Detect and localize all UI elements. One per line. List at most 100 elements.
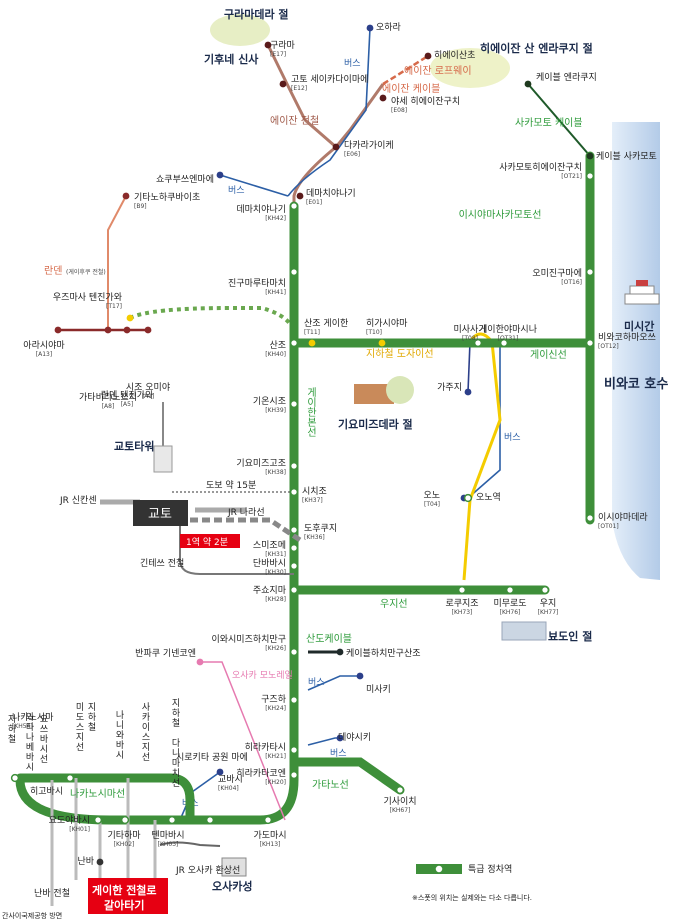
station-misasagi-marker[interactable] (473, 338, 483, 348)
station-sanjo_keihan-marker[interactable] (308, 339, 316, 347)
kintetsu-line (179, 520, 294, 575)
line-label-eizan-railway: 에이잔 전철 (270, 115, 319, 127)
kyoto-tower-icon (153, 402, 173, 473)
station-cable_sakamoto-name: 케이블 사카모토 (596, 151, 657, 162)
station-sanjo-name: 산조 (269, 340, 286, 351)
station-kuzuha-code: [KH24] (265, 705, 286, 712)
station-mimurodo-marker[interactable] (505, 585, 515, 595)
station-sakamoto_hieizanguchi-marker[interactable] (585, 171, 595, 181)
vlabel-sakaisuji: 사 (142, 702, 151, 713)
station-kiyomizu_gojo-marker[interactable] (289, 461, 299, 471)
station-sanjo-marker[interactable] (289, 338, 299, 348)
station-ono_eki-marker[interactable] (463, 493, 473, 503)
station-hirakatashi-code: [KH21] (265, 753, 286, 760)
station-cable_hachimangu-name: 케이블하치만구산조 (346, 647, 421, 659)
station-kisaichi-name: 기사이치 (383, 795, 416, 807)
station-hirakatashi-marker[interactable] (289, 745, 299, 755)
station-hieizan_sancho-marker[interactable] (424, 52, 432, 60)
station-ohara-marker[interactable] (366, 24, 374, 32)
station-arashiyama-marker[interactable] (54, 326, 62, 334)
station-uji-marker[interactable] (540, 585, 550, 595)
station-higashiyama-marker[interactable] (378, 339, 386, 347)
vlabel-nakanoshima-extra: 지 (8, 714, 16, 725)
station-takaragaike-name: 다카라가이케 (344, 140, 394, 151)
kyoto-station-box[interactable] (133, 500, 188, 526)
station-kitahama-marker[interactable] (120, 815, 130, 825)
station-randen_tenjin-marker[interactable] (123, 326, 131, 334)
station-tambabashi-marker[interactable] (289, 561, 299, 571)
station-demachiyanagi-marker[interactable] (289, 201, 299, 211)
station-kobe_kanda-name: 고토 세이카다이마에 (291, 74, 368, 85)
station-kurama-marker[interactable] (264, 41, 272, 49)
legend-label: 특급 정차역 (468, 863, 512, 875)
station-ishiyamadera-marker[interactable] (585, 513, 595, 523)
bus-label-ono: 버스 (504, 432, 521, 443)
station-kitano_hakubaicho-marker[interactable] (122, 192, 130, 200)
vlabel-yotsubashi: 쓰 (40, 724, 48, 735)
station-misaki-marker[interactable] (356, 672, 364, 680)
station-daiyashiki-marker[interactable] (336, 734, 344, 742)
vlabel-yotsubashi: 바 (40, 734, 49, 745)
station-cable_hiei-marker[interactable] (524, 80, 532, 88)
station-cable_hachimangu-marker[interactable] (336, 648, 344, 656)
station-katabira-marker[interactable] (104, 326, 112, 334)
station-banpaku-marker[interactable] (196, 658, 204, 666)
line-label-otokoyama: 산도케이블 (306, 633, 352, 645)
station-kuzuha-marker[interactable] (289, 695, 299, 705)
station-tofukuji-marker[interactable] (289, 525, 299, 535)
station-shirokita-marker[interactable] (216, 768, 224, 776)
station-chushojima-marker[interactable] (289, 585, 299, 595)
station-kadomashi-marker[interactable] (263, 815, 273, 825)
station-shichijo-marker[interactable] (289, 487, 299, 497)
station-hieizan_sancho-name: 히에이산초 (434, 50, 475, 61)
station-jingu_marutamachi-marker[interactable] (289, 267, 299, 277)
station-hirakata_koen-marker[interactable] (289, 770, 299, 780)
station-rokujizo-marker[interactable] (457, 585, 467, 595)
station-arashiyama-name: 아라시야마 (23, 340, 65, 351)
station-namba-marker[interactable] (96, 858, 104, 866)
station-uzumasa-marker[interactable] (126, 314, 134, 322)
station-banpaku-name: 반파쿠 기넨코엔 (135, 648, 196, 659)
station-yodoyabashi-marker[interactable] (93, 815, 103, 825)
landmark-enryakuji: 히에이잔 산 엔라쿠지 절 (480, 41, 593, 55)
station-kazuji-marker[interactable] (464, 388, 472, 396)
byodoin-icon (501, 621, 547, 641)
station-shijo_omiya-marker[interactable] (144, 326, 152, 334)
station-sumizome-marker[interactable] (289, 543, 299, 553)
bus-label-misaki: 버스 (308, 677, 325, 688)
station-misasagi-name: 미사사기 (453, 324, 486, 335)
vlabel-tanimachi: 하 (172, 708, 181, 719)
station-temmabashi-marker[interactable] (167, 815, 177, 825)
station-higobashi-marker[interactable] (65, 773, 75, 783)
station-sakamoto_hieizanguchi-name: 사카모토히에이잔구치 (499, 161, 582, 173)
vlabel-naniwabashi: 와 (116, 729, 124, 741)
station-biwako_hamaotsu-marker[interactable] (585, 338, 595, 348)
transfer-keihan-text: 게이한 전철로 (92, 883, 157, 897)
station-demachiyanagi_e-marker[interactable] (296, 192, 304, 200)
station-ishiyamadera-name: 이시야마데라 (598, 512, 648, 523)
vlabel-sakaisuji: 선 (142, 752, 150, 763)
station-gion_shijo-marker[interactable] (289, 399, 299, 409)
station-yase-marker[interactable] (379, 94, 387, 102)
vlabel-subway2: 지 (88, 702, 96, 713)
line-label-eizan-ropeway: 에이잔 로프웨이 (404, 65, 472, 77)
vlabel-watanabebashi: 나 (26, 732, 34, 743)
line-label-katano: 가타노선 (312, 779, 349, 791)
station-iwashimizu-marker[interactable] (289, 647, 299, 657)
station-cable_sakamoto-marker[interactable] (586, 152, 594, 160)
station-takaragaike-marker[interactable] (332, 143, 340, 151)
vlabel-tanimachi: 다 (172, 738, 181, 749)
station-omi_jingumae-marker[interactable] (585, 267, 595, 277)
station-kisaichi-marker[interactable] (395, 785, 405, 795)
osaka-subway-lines (50, 778, 157, 906)
station-keihan_yamashina-marker[interactable] (499, 338, 509, 348)
station-kyobashi-marker[interactable] (205, 815, 215, 825)
station-misaki-name: 미사키 (366, 684, 391, 695)
jr-loop-line (159, 841, 221, 847)
station-tofukuji-name: 도후쿠지 (304, 523, 337, 534)
station-mimurodo-name: 미무로도 (493, 598, 526, 609)
station-shugakuin-marker[interactable] (216, 171, 224, 179)
station-kobe_kanda-marker[interactable] (279, 80, 287, 88)
station-nakanoshima-marker[interactable] (10, 773, 20, 783)
